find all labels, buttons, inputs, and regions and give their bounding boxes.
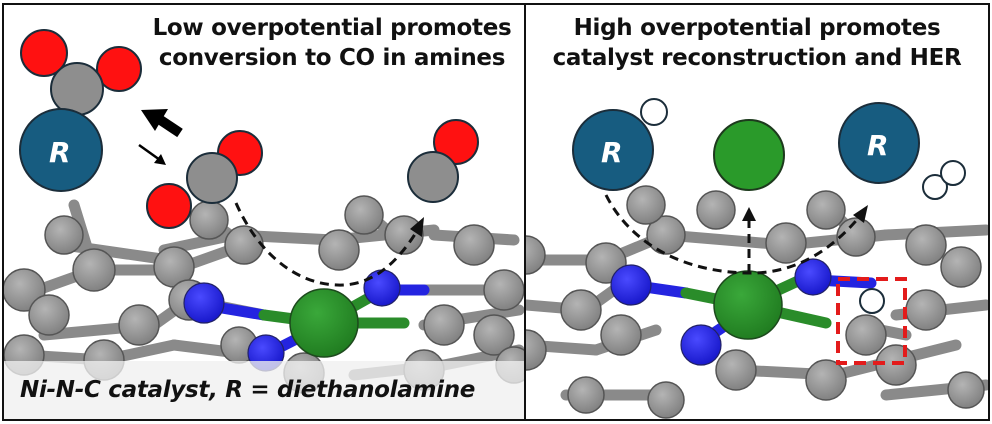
r-label: R (601, 136, 623, 169)
left-scene: R (4, 29, 525, 394)
hydrogen-molecule (922, 160, 966, 200)
right-panel-title: High overpotential promotes catalyst rec… (526, 13, 988, 73)
nitrogen-atoms (610, 258, 832, 366)
leached-nickel-atom (713, 119, 785, 191)
catalyst-caption: Ni-N-C catalyst, R = diethanolamine (20, 377, 476, 403)
hydrogen-atom (640, 98, 668, 126)
amine-co2-adduct (19, 29, 142, 192)
arrowhead-icon (853, 205, 868, 223)
equilibrium-arrows (138, 109, 183, 165)
title-line-2: conversion to CO in amines (158, 45, 506, 71)
reaction-path-arrow (604, 194, 863, 275)
title-line-1: Low overpotential promotes (152, 15, 512, 41)
right-scene: R R (526, 98, 988, 419)
panel-low-overpotential: R Low overpotential promotes con (2, 3, 527, 421)
carbon-atoms (526, 185, 985, 419)
title-line-2: catalyst reconstruction and HER (552, 45, 962, 71)
arrowhead-icon (742, 207, 756, 221)
caption-band (4, 361, 525, 419)
amine-molecule (838, 102, 920, 184)
nickel-atom (713, 270, 783, 340)
amine-molecule (572, 109, 654, 191)
co2-molecule (146, 130, 263, 229)
nickel-atom (289, 288, 359, 358)
r-label: R (49, 136, 71, 169)
arrowhead-icon (410, 217, 424, 237)
adsorbed-hydrogen-atom (859, 288, 885, 314)
co-molecule (407, 119, 479, 203)
left-panel-title: Low overpotential promotes conversion to… (142, 13, 522, 73)
r-label: R (867, 129, 889, 162)
reaction-path-arrow (234, 202, 419, 287)
panel-high-overpotential: R R High overpotential promotes catalyst… (524, 3, 990, 421)
title-line-1: High overpotential promotes (573, 15, 941, 41)
